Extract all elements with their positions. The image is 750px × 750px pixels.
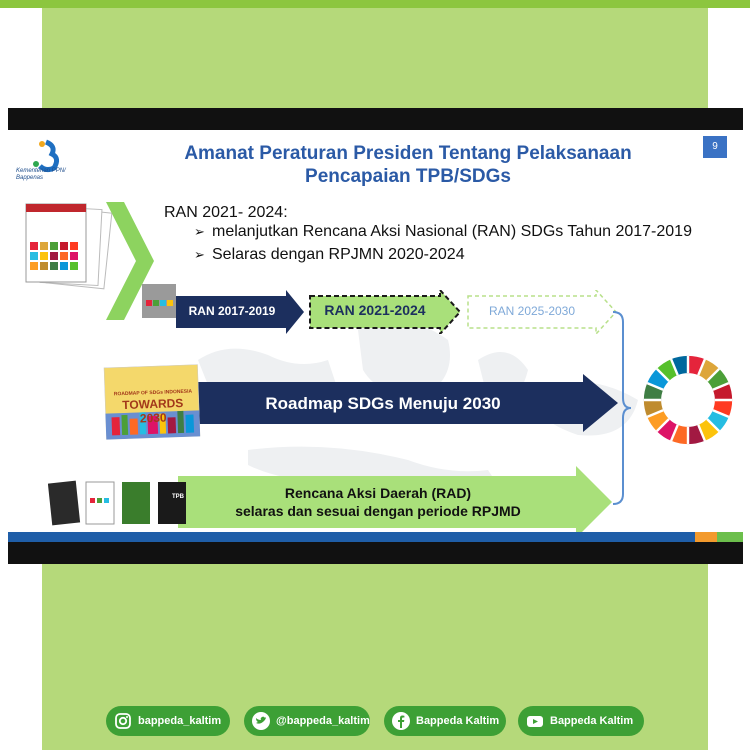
slide-title-line1: Amanat Peraturan Presiden Tentang Pelaks… — [184, 143, 632, 164]
logo-caption-line2: Bappenas — [16, 175, 44, 181]
slide-title: Amanat Peraturan Presiden Tentang Pelaks… — [128, 142, 688, 188]
arrow-label-roadmap: Roadmap SDGs Menuju 2030 — [265, 394, 501, 413]
green-chevron-decoration — [106, 202, 154, 320]
small-book-label: TPB — [172, 494, 184, 500]
rad-line2: selaras dan sesuai dengan periode RPJMD — [235, 503, 521, 519]
twitter-icon — [252, 712, 270, 730]
book-cover-title: TOWARDS 2030 — [121, 395, 184, 426]
bullet-item: Selaras dengan RPJMN 2020-2024 — [194, 245, 714, 265]
slide-footer-blue-bar — [8, 532, 743, 542]
timeline-bracket — [612, 311, 631, 505]
bullet-item: melanjutkan Rencana Aksi Nasional (RAN) … — [194, 222, 714, 242]
social-instagram[interactable]: bappeda_kaltim — [106, 706, 230, 736]
social-media-bar: bappeda_kaltim @bappeda_kaltim Bappeda K… — [106, 700, 646, 740]
page-number-badge: 9 — [703, 136, 727, 158]
slide-letterbox-top — [8, 108, 743, 130]
sdg-color-wheel — [643, 355, 733, 445]
ran-timeline-arrows — [176, 290, 618, 334]
social-facebook-label: Bappeda Kaltim — [416, 715, 500, 727]
roadmap-book-cover — [103, 364, 201, 440]
social-youtube-label: Bappeda Kaltim — [550, 715, 634, 727]
social-twitter-label: @bappeda_kaltim — [276, 715, 370, 727]
facebook-icon — [392, 712, 410, 730]
frame-top-strip — [0, 0, 750, 8]
rad-line1: Rencana Aksi Daerah (RAD) — [284, 485, 472, 501]
arrow-label-ran-2017: RAN 2017-2019 — [188, 304, 276, 318]
ran-bullet-list: melanjutkan Rencana Aksi Nasional (RAN) … — [194, 222, 714, 268]
rad-document-books — [48, 480, 186, 526]
arrow-label-ran-2025: RAN 2025-2030 — [488, 304, 576, 318]
slide-title-line2: Pencapaian TPB/SDGs — [305, 166, 511, 187]
roadmap-arrow — [188, 374, 618, 432]
youtube-icon — [527, 716, 543, 727]
social-facebook[interactable]: Bappeda Kaltim — [384, 706, 506, 736]
ran-document-stack — [25, 203, 113, 290]
instagram-icon — [115, 713, 131, 729]
presentation-slide: Kementerian PPN/ Bappenas Amanat Peratur… — [8, 130, 743, 542]
logo-caption: Kementerian PPN/ Bappenas — [16, 168, 76, 182]
slide-footer-orange-bar — [695, 532, 717, 542]
arrow-label-ran-2021: RAN 2021-2024 — [324, 302, 426, 318]
bappenas-logo — [33, 139, 60, 173]
rad-arrow — [178, 466, 612, 538]
logo-caption-line1: Kementerian PPN/ — [16, 168, 66, 174]
social-instagram-label: bappeda_kaltim — [138, 715, 222, 727]
social-youtube[interactable]: Bappeda Kaltim — [518, 706, 644, 736]
arrow-label-rad: Rencana Aksi Daerah (RAD) selaras dan se… — [178, 484, 578, 520]
social-twitter[interactable]: @bappeda_kaltim — [244, 706, 370, 736]
slide-footer-green-bar — [717, 532, 743, 542]
slide-letterbox-bottom — [8, 542, 743, 564]
ran-2017-thumbnail — [142, 284, 176, 318]
ran-heading: RAN 2021- 2024: — [164, 204, 288, 221]
